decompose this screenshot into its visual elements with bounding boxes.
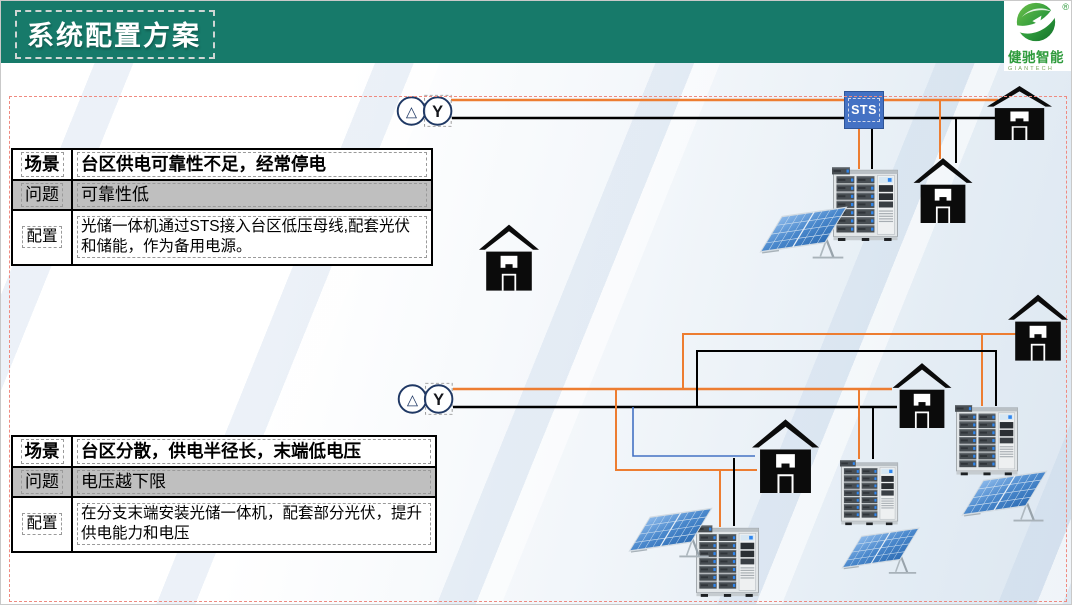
page-title[interactable]: 系统配置方案 — [15, 10, 215, 59]
table-cell-value[interactable]: 可靠性低 — [71, 178, 433, 211]
svg-text:△: △ — [407, 392, 419, 408]
svg-text:Y: Y — [433, 391, 444, 409]
transformer-symbol[interactable]: △ Y — [395, 94, 457, 128]
table-cell-label[interactable]: 场景 — [11, 148, 73, 181]
table-cell-value[interactable]: 台区供电可靠性不足，经常停电 — [71, 148, 433, 181]
svg-text:Y: Y — [432, 103, 443, 121]
svg-text:△: △ — [406, 104, 418, 120]
table-cell-label[interactable]: 场景 — [11, 435, 73, 468]
solar-panel-icon[interactable] — [841, 522, 923, 580]
house-icon[interactable] — [912, 157, 974, 223]
table-cell-label[interactable]: 问题 — [11, 178, 73, 211]
house-icon[interactable] — [890, 362, 954, 428]
sts-box[interactable]: STS — [844, 91, 884, 129]
table-cell-value[interactable]: 电压越下限 — [71, 465, 437, 498]
table-cell-label[interactable]: 问题 — [11, 465, 73, 498]
table-cell-value[interactable]: 台区分散，供电半径长，末端低电压 — [71, 435, 437, 468]
company-logo[interactable]: ® 健驰智能 GIANTECH — [1004, 1, 1071, 71]
diagram1-bus-lines — [451, 98, 998, 169]
registered-mark: ® — [1062, 2, 1069, 12]
logo-text: 健驰智能 — [1008, 50, 1064, 65]
battery-cabinet-icon[interactable] — [955, 405, 1019, 476]
table-cell-value[interactable]: 光储一体机通过STS接入台区低压母线,配套光伏和储能，作为备用电源。 — [71, 208, 433, 266]
solar-panel-icon[interactable] — [759, 201, 851, 265]
transformer-symbol[interactable]: △ Y — [396, 382, 458, 416]
header-bar: 系统配置方案 — [1, 1, 1071, 63]
house-icon[interactable] — [1008, 293, 1068, 361]
logo-subtext: GIANTECH — [1008, 66, 1055, 71]
scenario-table-1[interactable]: 场景 台区供电可靠性不足，经常停电 问题 可靠性低 配置 光储一体机通过STS接… — [11, 148, 433, 266]
diagram2-bus-lines — [453, 333, 1017, 527]
table-cell-label[interactable]: 配置 — [11, 208, 73, 266]
table-cell-value[interactable]: 在分支末端安装光储一体机，配套部分光伏，提升供电能力和电压 — [71, 495, 437, 553]
house-icon[interactable] — [479, 221, 539, 293]
solar-panel-icon[interactable] — [628, 505, 716, 561]
table-cell-label[interactable]: 配置 — [11, 495, 73, 553]
scenario-table-2[interactable]: 场景 台区分散，供电半径长，末端低电压 问题 电压越下限 配置 在分支末端安装光… — [11, 435, 437, 553]
house-icon[interactable] — [752, 418, 819, 493]
solar-panel-icon[interactable] — [961, 468, 1051, 525]
house-icon[interactable] — [987, 85, 1052, 140]
battery-cabinet-icon[interactable] — [840, 458, 899, 528]
logo-emblem-icon — [1015, 2, 1057, 42]
